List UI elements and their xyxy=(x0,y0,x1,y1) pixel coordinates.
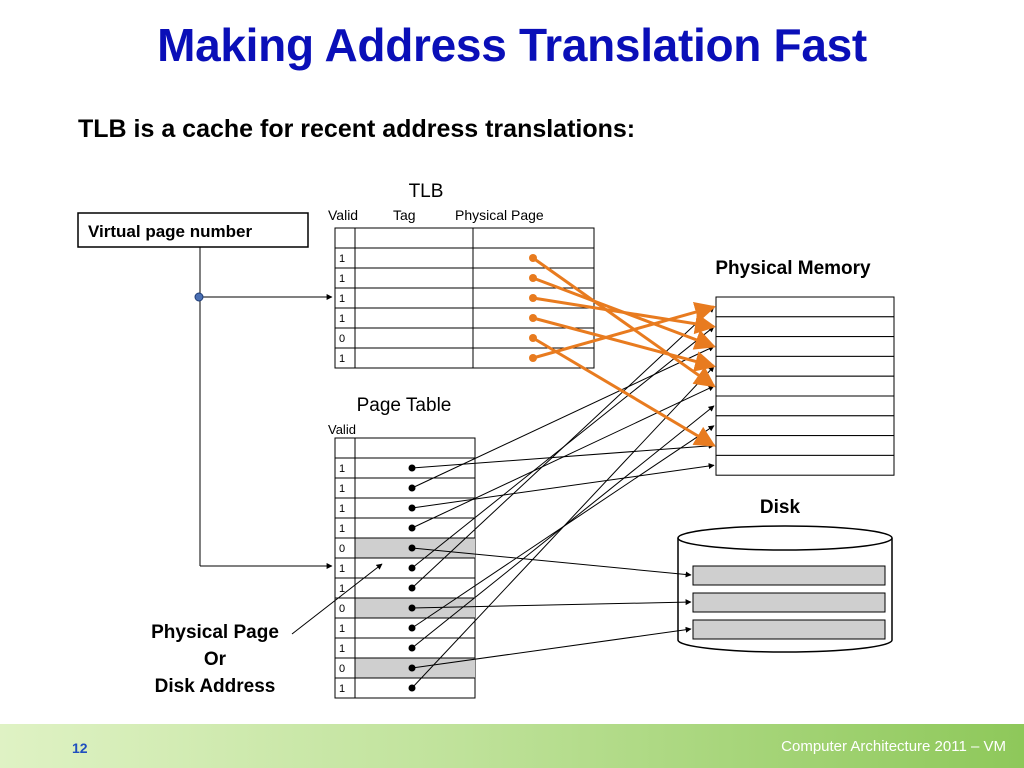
slide-subtitle: TLB is a cache for recent address transl… xyxy=(78,115,636,143)
disk-title: Disk xyxy=(760,497,801,518)
disk-slot xyxy=(692,565,886,586)
physical-memory-frame xyxy=(715,435,895,456)
disk-top xyxy=(677,525,893,551)
page-table-valid-bit: 1 xyxy=(339,503,345,515)
physical-memory-frame xyxy=(715,375,895,397)
footer-text: Computer Architecture 2011 – VM xyxy=(781,738,1006,755)
annotation-line-1: Physical Page xyxy=(151,622,279,643)
page-table-to-memory-arrow xyxy=(411,463,715,509)
vpn-junction-dot xyxy=(194,292,204,302)
tlb-valid-bit: 1 xyxy=(339,293,345,305)
page-table-to-disk-arrow xyxy=(411,626,692,669)
annotation-pointer xyxy=(291,563,383,635)
physical-memory xyxy=(715,296,895,476)
annotation-line-3: Disk Address xyxy=(155,676,276,697)
tlb-to-memory-arrow xyxy=(532,336,716,447)
tlb-table: 1 1 1 1 0 1 xyxy=(334,227,595,369)
page-table-valid-bit: 1 xyxy=(339,463,345,475)
page-table-valid-bit: 0 xyxy=(339,603,345,615)
physical-memory-frame xyxy=(715,395,895,417)
tlb-frame xyxy=(334,227,595,369)
page-table-valid-bit: 1 xyxy=(339,523,345,535)
tlb-arrows xyxy=(529,254,717,447)
page-table-valid-bit: 1 xyxy=(339,683,345,695)
page-table-arrows xyxy=(408,306,715,692)
page-table-to-memory-arrow xyxy=(411,385,715,529)
slide-title: Making Address Translation Fast xyxy=(157,19,867,71)
page-table-to-memory-arrow xyxy=(411,346,715,489)
disk-slots xyxy=(692,565,886,640)
tlb-to-memory-arrow xyxy=(532,296,717,335)
page-table-header-valid: Valid xyxy=(328,422,356,437)
tlb-header-tag: Tag xyxy=(393,207,416,223)
annotation-line-2: Or xyxy=(204,649,227,670)
virtual-page-number-label: Virtual page number xyxy=(88,222,252,241)
virtual-page-number-box xyxy=(77,212,309,248)
physical-memory-title: Physical Memory xyxy=(715,258,871,279)
tlb-title: TLB xyxy=(409,181,444,202)
tlb-header-valid: Valid xyxy=(328,207,358,223)
physical-memory-frame xyxy=(715,355,895,377)
footer-bar xyxy=(0,724,1024,768)
page-table-valid-bit: 1 xyxy=(339,643,345,655)
page-table-valid-bit: 1 xyxy=(339,583,345,595)
disk-slot xyxy=(692,619,886,640)
page-table-valid-bit: 1 xyxy=(339,483,345,495)
page-table-to-disk-arrow xyxy=(411,547,692,578)
tlb-valid-bit: 1 xyxy=(339,273,345,285)
tlb-header-physical-page: Physical Page xyxy=(455,207,544,223)
tlb-to-memory-arrow xyxy=(532,316,717,372)
page-table-valid-bit: 0 xyxy=(339,663,345,675)
page-table-valid-bit: 1 xyxy=(339,623,345,635)
page-table-valid-bit: 1 xyxy=(339,563,345,575)
physical-memory-frame xyxy=(715,454,895,476)
physical-memory-frame xyxy=(715,336,895,357)
physical-memory-frame xyxy=(715,415,895,437)
page-table-to-memory-arrow xyxy=(411,365,715,689)
physical-memory-frame xyxy=(715,316,895,338)
tlb-translation-diagram: Virtual page number TLB Valid Tag Physic… xyxy=(77,181,895,699)
tlb-valid-bit: 1 xyxy=(339,253,345,265)
page-table-to-disk-arrow xyxy=(411,599,692,609)
page-number: 12 xyxy=(72,740,88,756)
page-table: 1 1 1 1 0 1 1 0 1 1 0 1 xyxy=(334,437,476,699)
tlb-valid-bit: 0 xyxy=(339,333,345,345)
tlb-to-memory-arrow xyxy=(532,301,717,360)
page-table-title: Page Table xyxy=(357,395,452,416)
tlb-valid-bit: 1 xyxy=(339,353,345,365)
physical-memory-frame xyxy=(715,296,895,318)
page-table-frame xyxy=(334,437,476,699)
page-table-valid-bit: 0 xyxy=(339,543,345,555)
tlb-valid-bit: 1 xyxy=(339,313,345,325)
disk-slot xyxy=(692,592,886,613)
tlb-to-memory-arrow xyxy=(532,256,716,388)
